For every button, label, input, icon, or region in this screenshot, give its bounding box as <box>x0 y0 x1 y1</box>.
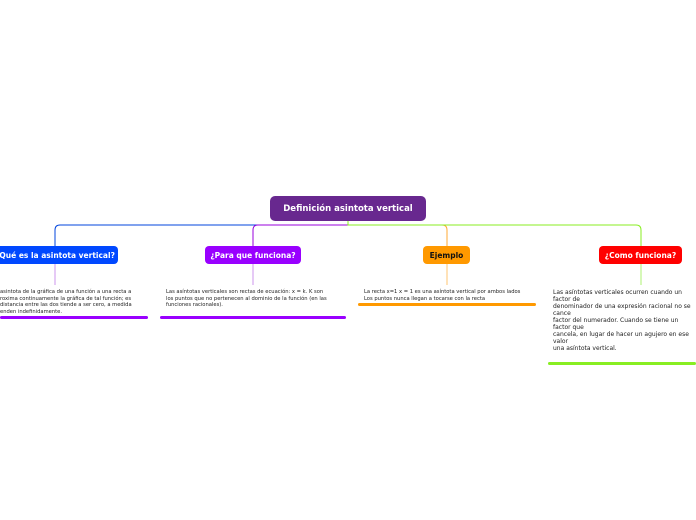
note-para-que: Las asíntotas verticales son rectas de e… <box>166 289 351 309</box>
connector-4 <box>347 221 642 247</box>
root-label: Definición asintota vertical <box>283 203 413 214</box>
note-underline-1 <box>0 316 148 319</box>
connector-2 <box>252 224 348 247</box>
note-line: los puntos que no pertenecen al dominio … <box>166 295 327 302</box>
note-line: asintota de la gráfica de una función a … <box>0 289 132 295</box>
note-line: roxima continuamente la gráfica de tal f… <box>0 295 132 302</box>
note-line: Las asíntotas verticales ocurren cuando … <box>553 289 682 303</box>
note-line: distancia entre las dos tiende a ser cer… <box>0 302 132 309</box>
note-ejemplo: La recta x=1 x = 1 es una asíntota verti… <box>364 289 544 302</box>
note-line: enden indefinidamente. <box>0 308 62 315</box>
topic-label: ¿Como funciona? <box>604 250 677 260</box>
connector-3 <box>348 224 448 247</box>
topic-ejemplo[interactable]: Ejemplo <box>423 246 470 264</box>
note-line: La recta x=1 x = 1 es una asíntota verti… <box>364 289 521 295</box>
note-underline-4 <box>548 362 696 365</box>
topic-label: ¿Para que funciona? <box>210 250 296 260</box>
note-line: denominador de una expresión racional no… <box>553 303 691 317</box>
topic-para-que[interactable]: ¿Para que funciona? <box>205 246 301 264</box>
topic-label: ¿Qué es la asintota vertical? <box>0 250 115 260</box>
connector-1 <box>54 221 349 247</box>
root-node[interactable]: Definición asintota vertical <box>270 196 426 221</box>
note-line: cancela, en lugar de hacer un agujero en… <box>553 331 689 345</box>
note-line: funciones racionales). <box>166 302 223 309</box>
topic-label: Ejemplo <box>429 250 464 260</box>
note-line: factor del numerador. Cuando se tiene un… <box>553 317 679 331</box>
note-underline-3 <box>358 303 536 306</box>
note-como-funciona: Las asíntotas verticales ocurren cuando … <box>553 289 691 352</box>
note-line: Las asíntotas verticales son rectas de e… <box>166 289 324 295</box>
note-underline-2 <box>160 316 346 319</box>
note-line: una asíntota vertical. <box>553 345 617 352</box>
topic-que-es[interactable]: ¿Qué es la asintota vertical? <box>0 246 118 264</box>
topic-como-funciona[interactable]: ¿Como funciona? <box>599 246 682 264</box>
note-que-es: asintota de la gráfica de una función a … <box>0 289 150 315</box>
note-line: Los puntos nunca llegan a tocarse con la… <box>364 295 486 302</box>
